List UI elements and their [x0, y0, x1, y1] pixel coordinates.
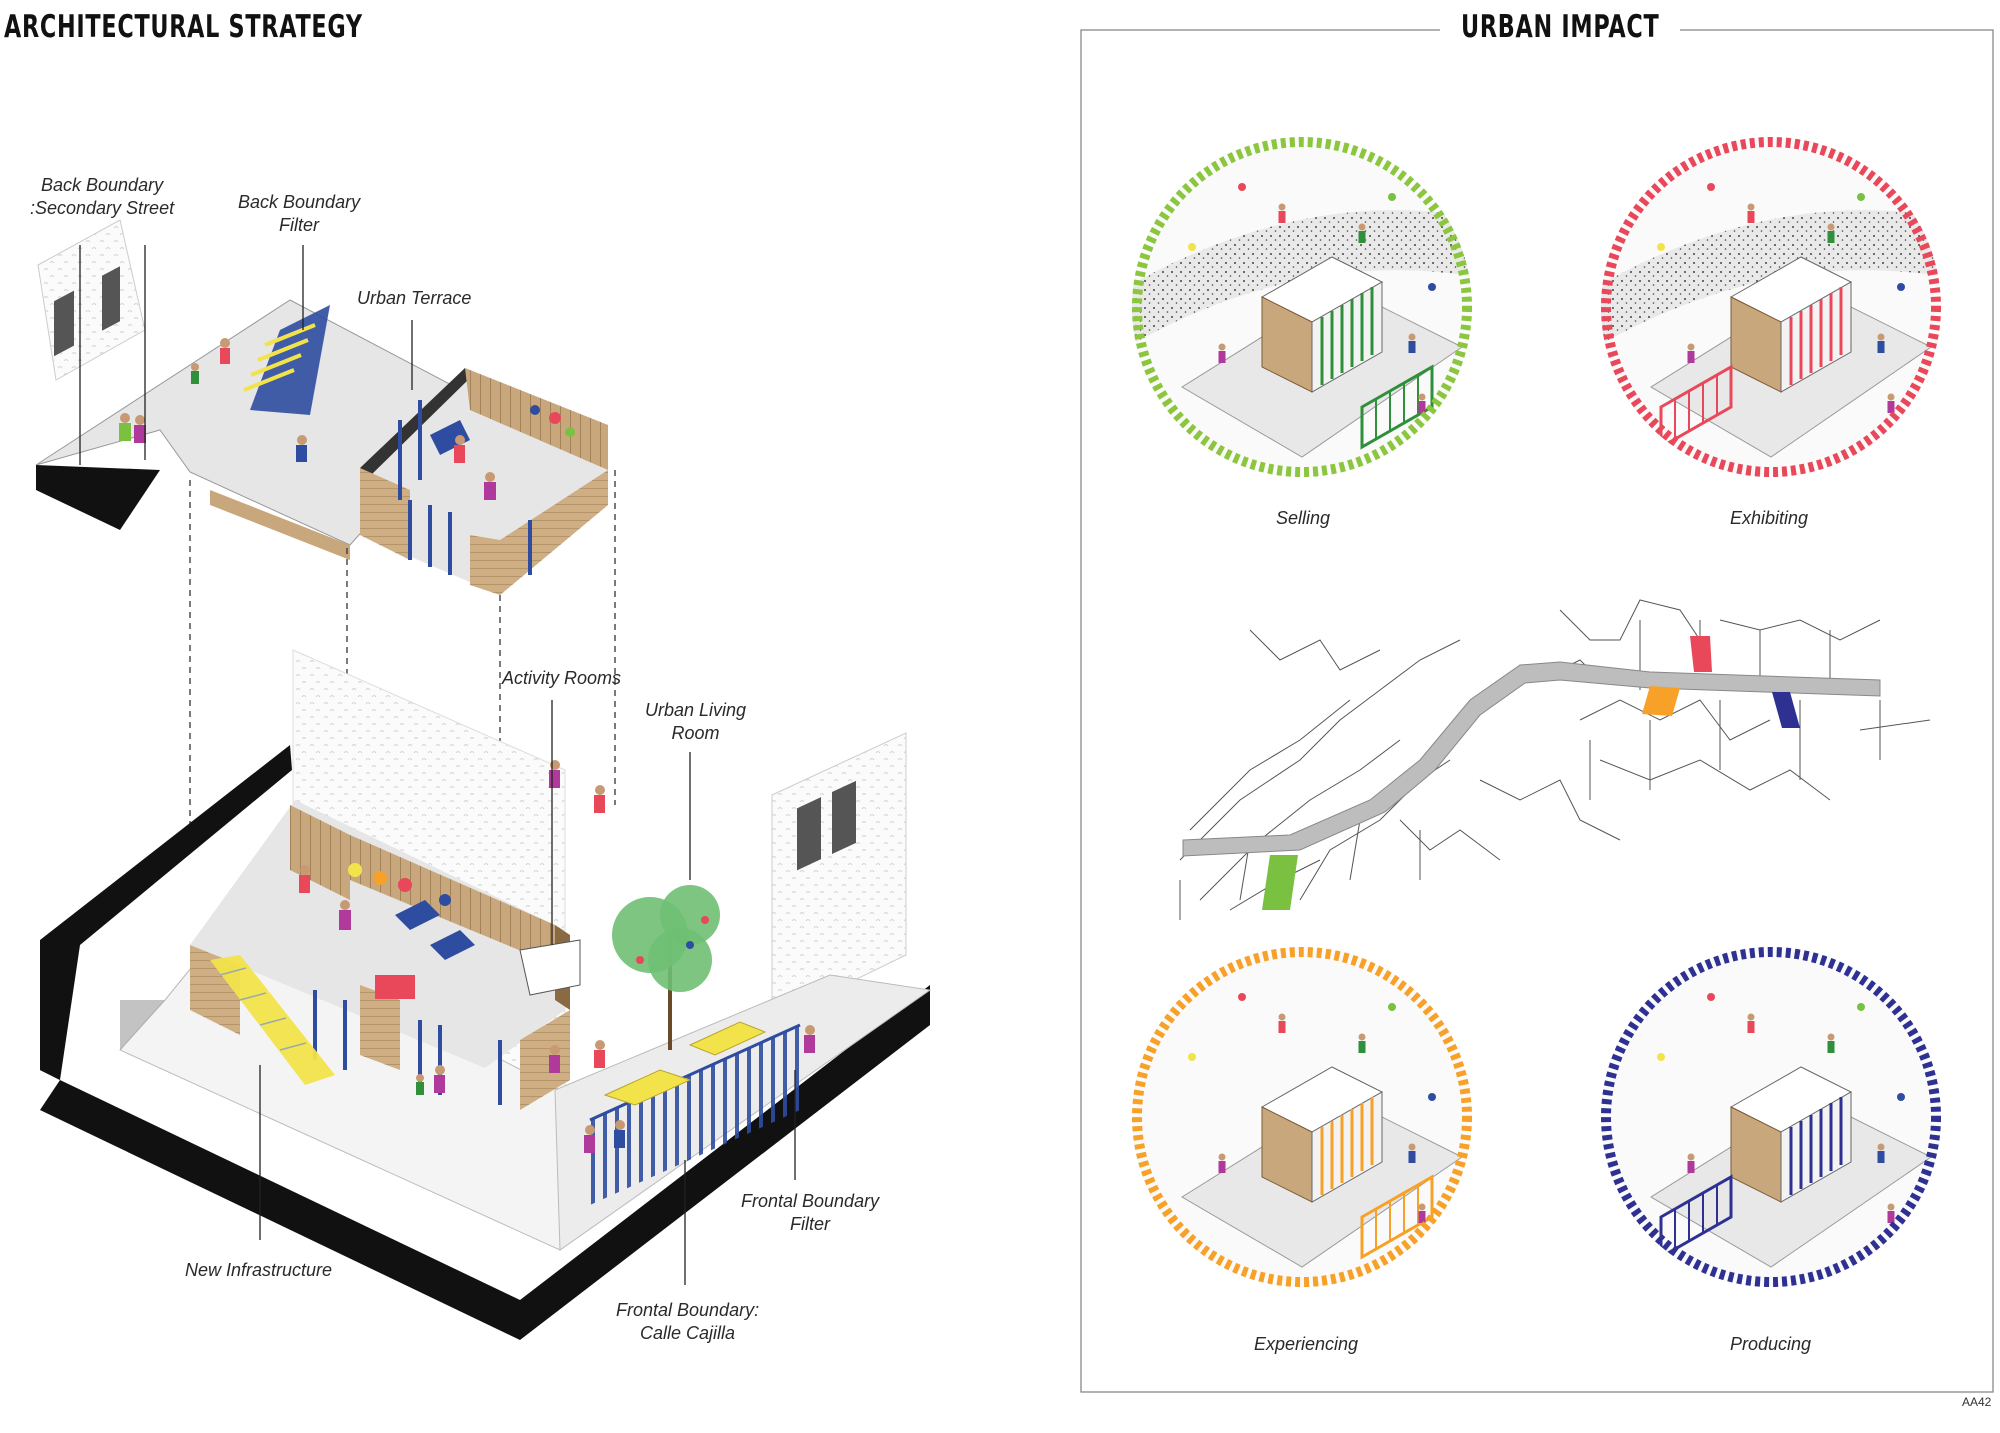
label-exhibiting: Exhibiting	[1730, 508, 1809, 528]
map-highlight-producing	[1772, 692, 1800, 728]
neighbourhood-map	[1179, 599, 1931, 920]
people-upper	[119, 338, 496, 500]
tree	[612, 885, 720, 1050]
scene-exhibiting	[1601, 137, 1941, 477]
leader-lines	[79, 245, 796, 1285]
people-lower	[299, 760, 815, 1153]
label-new-infrastructure: New Infrastructure	[185, 1260, 333, 1280]
architectural-strategy-title: ARCHITECTURAL STRATEGY	[4, 9, 363, 45]
label-urban-terrace: Urban Terrace	[357, 288, 472, 308]
label-activity-rooms: Activity Rooms	[502, 668, 622, 688]
map-highlight-selling	[1262, 855, 1298, 910]
scene-experiencing	[1132, 947, 1472, 1287]
scene-selling	[1132, 137, 1472, 477]
scene-circles	[1132, 137, 1941, 1287]
label-frontal-boundary-street: Frontal Boundary:Calle Cajilla	[616, 1300, 760, 1343]
scene-producing	[1601, 947, 1941, 1287]
label-selling: Selling	[1276, 508, 1331, 528]
sheet-code: AA42	[1962, 1395, 1992, 1409]
label-back-boundary: Back Boundary:Secondary Street	[30, 175, 175, 218]
label-experiencing: Experiencing	[1254, 1334, 1359, 1354]
map-highlight-experiencing	[1642, 686, 1680, 716]
upper-level	[35, 219, 608, 595]
lower-level	[40, 649, 932, 1340]
map-highlight-exhibiting	[1690, 636, 1712, 672]
map-street	[1182, 661, 1881, 857]
label-producing: Producing	[1730, 1334, 1812, 1354]
urban-impact-title: URBAN IMPACT	[1461, 9, 1660, 45]
